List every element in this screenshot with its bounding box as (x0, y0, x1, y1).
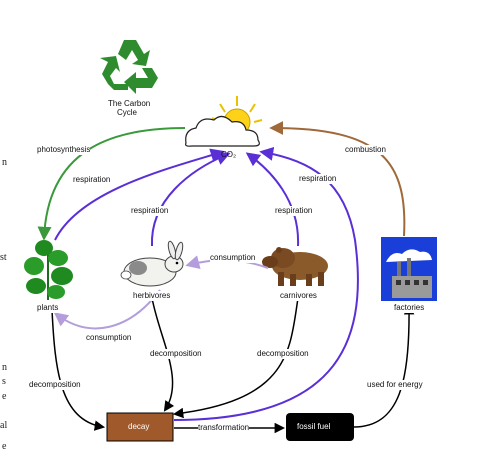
edge-text-fragment: st (0, 252, 7, 263)
recycle-icon (100, 40, 158, 94)
respiration-plants-arrow (54, 148, 225, 241)
factories-label: factories (394, 303, 425, 313)
consumption-herb-carn-label: consumption (210, 253, 256, 263)
consumption-plants-arrow (53, 289, 161, 330)
diagram-title-line1: The Carbon (108, 99, 151, 108)
used-for-energy-arrow (353, 303, 415, 428)
respiration-herbivores-arrow (150, 151, 231, 247)
respiration-carnivores-label: respiration (275, 206, 313, 216)
edge-text-fragment: e (2, 441, 7, 452)
photosynthesis-label: photosynthesis (37, 145, 91, 155)
edge-text-fragment: s (2, 376, 6, 387)
decay-box (106, 412, 174, 442)
respiration-carnivores-arrow (245, 152, 300, 247)
respiration-herbivores-label: respiration (131, 206, 169, 216)
co2-label: CO₂ (221, 150, 237, 159)
herbivores-label: herbivores (133, 291, 171, 301)
edge-text-fragment: n (2, 362, 7, 373)
edge-text-fragment: e (2, 391, 7, 402)
decomposition-herbivores-label: decomposition (150, 349, 202, 359)
respiration-plants-label: respiration (73, 175, 111, 185)
decomposition-plants-label: decomposition (29, 380, 81, 390)
fossil-fuel-label: fossil fuel (297, 422, 331, 431)
plants-label: plants (37, 303, 59, 313)
decomposition-carnivores-arrow (172, 297, 299, 419)
diagram-title-line2: Cycle (117, 108, 138, 117)
decomposition-carnivores-label: decomposition (257, 349, 309, 359)
rabbit-icon (120, 240, 184, 287)
combustion-label: combustion (345, 145, 386, 155)
factory-icon (381, 237, 437, 301)
decay-label: decay (128, 422, 150, 431)
carnivores-label: carnivores (280, 291, 317, 301)
respiration-decay-label: respiration (299, 174, 337, 184)
used-for-energy-label: used for energy (367, 380, 423, 390)
consumption-plants-label: consumption (86, 333, 132, 343)
plants-icon (24, 240, 73, 300)
respiration-decay-arrow (173, 146, 359, 421)
bear-icon (262, 247, 328, 286)
sun-cloud-icon (185, 96, 263, 147)
edge-text-fragment: al (0, 420, 8, 431)
fossil-fuel-box (286, 413, 354, 441)
transformation-label: transformation (198, 423, 250, 433)
edge-text-fragment: n (2, 157, 7, 168)
